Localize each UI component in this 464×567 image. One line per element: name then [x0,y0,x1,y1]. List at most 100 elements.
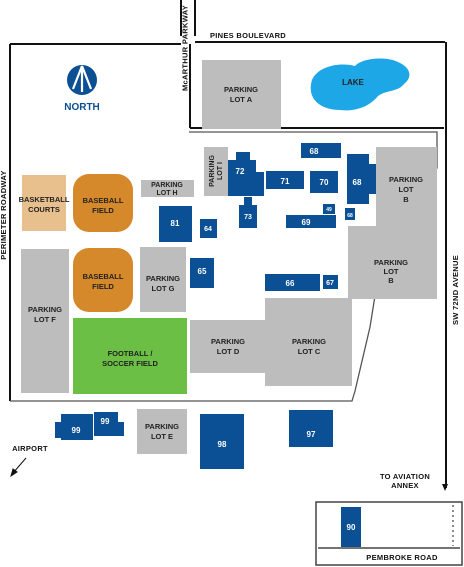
football-field-line2: SOCCER FIELD [102,359,158,368]
building-66 [265,274,320,291]
road-lines [9,0,447,488]
parking-lots [21,60,437,454]
building-49-label: 49 [326,207,332,213]
building-71 [266,171,304,189]
road-perimeter-roadway: PERIMETER ROADWAY [0,170,8,259]
baseball-field-2-line2: FIELD [92,282,114,291]
football-soccer-field [73,318,187,394]
building-68-small [345,208,355,220]
parking-lot-c [265,298,352,386]
parking-lot-g-line1: PARKING [146,274,180,283]
parking-lot-g-line2: LOT G [152,284,175,293]
basketball-courts-line1: BASKETBALL [19,195,70,204]
parking-lot-d-line1: PARKING [211,337,245,346]
parking-lot-i [204,147,228,196]
parking-lot-b-upper-line1: PARKING [389,175,423,184]
parking-lot-h-line2: LOT H [157,190,178,197]
road-sw-72nd-avenue: SW 72ND AVENUE [451,255,460,325]
building-73 [239,205,257,228]
building-70-label: 70 [320,178,329,187]
lake-label: LAKE [342,78,364,87]
road-pines-boulevard: PINES BOULEVARD [210,31,286,40]
airport-arrow-icon [10,457,27,478]
building-65 [190,258,214,288]
parking-lot-f-line1: PARKING [28,305,62,314]
parking-lot-b-lower-line1: PARKING [374,258,408,267]
building-68-small-b [318,216,328,224]
buildings [55,143,376,547]
baseball-field-2-line1: BASEBALL [83,272,124,281]
building-68-top-label: 68 [310,147,319,156]
parking-lot-b-lower-line3: B [388,276,394,285]
building-49 [323,204,335,214]
parking-lot-e-line2: LOT E [151,432,173,441]
building-71-label: 71 [281,177,290,186]
building-68-small-label: 68 [347,213,353,219]
parking-lot-b-upper-line2: LOT [399,185,414,194]
building-99b-wing [110,422,124,436]
building-68-top [301,143,341,158]
building-99b-label: 99 [101,417,110,426]
road-pembroke-road: PEMBROKE ROAD [366,553,438,562]
parking-labels: PARKING LOT A PARKING LOT B PARKING LOT … [28,85,423,441]
parking-lot-f-line2: LOT F [34,315,56,324]
building-67 [323,275,338,289]
building-68-right-ext [366,164,376,194]
building-97 [289,410,333,447]
football-field-line1: FOOTBALL / [108,349,154,358]
building-66-label: 66 [286,279,295,288]
field-labels: BASKETBALL COURTS BASEBALL FIELD BASEBAL… [19,195,159,368]
building-64 [200,219,217,238]
building-68-right [347,154,369,204]
building-72-label: 72 [236,167,245,176]
building-64-label: 64 [204,226,212,233]
building-98-label: 98 [218,440,227,449]
airport-label: AIRPORT [12,444,48,453]
aviation-annex-line2: ANNEX [391,481,419,490]
building-81 [159,206,192,242]
parking-lot-d-line2: LOT D [217,347,240,356]
parking-lot-e [137,409,187,454]
basketball-courts-line2: COURTS [28,205,60,214]
building-99a [61,414,93,440]
aviation-annex-line1: TO AVIATION [380,472,430,481]
parking-lot-i-line1: PARKING [209,155,216,187]
parking-lot-f [21,249,69,393]
baseball-field-1-line1: BASEBALL [83,196,124,205]
parking-lot-h-line1: PARKING [151,182,183,189]
baseball-field-1 [73,174,133,232]
building-97-label: 97 [307,430,316,439]
building-98 [200,414,244,469]
lake-shape [310,58,410,111]
building-99a-label: 99 [72,426,81,435]
baseball-field-1-line2: FIELD [92,206,114,215]
building-labels: 72 71 70 68 68 68 49 73 69 64 81 65 66 6… [72,147,362,532]
parking-lot-a [202,60,281,129]
parking-lot-d [190,320,266,373]
building-99a-wing [55,422,65,438]
building-73-label: 73 [244,214,252,221]
parking-lot-a-line1: PARKING [224,85,258,94]
building-67-label: 67 [326,280,334,287]
north-arrow-icon [67,65,97,95]
building-65-label: 65 [198,267,207,276]
parking-lot-g [140,247,186,312]
parking-lot-c-line1: PARKING [292,337,326,346]
building-72-top [236,152,250,162]
road-mcarthur-parkway: McARTHUR PARKWAY [181,5,190,91]
building-90 [341,507,361,547]
building-69-label: 69 [302,218,311,227]
building-68-right-label: 68 [353,178,362,187]
building-72-wing [247,172,264,196]
parking-lot-e-line1: PARKING [145,422,179,431]
parking-lot-b-lower [348,226,437,299]
building-90-label: 90 [347,523,356,532]
aviation-arrow-icon [442,484,448,491]
building-69 [286,215,336,228]
parking-lot-b-upper-line3: B [403,195,409,204]
parking-lot-c-line2: LOT C [298,347,321,356]
building-70 [310,171,338,193]
parking-lot-h [141,180,194,197]
parking-lot-b-lower-line2: LOT [384,267,399,276]
